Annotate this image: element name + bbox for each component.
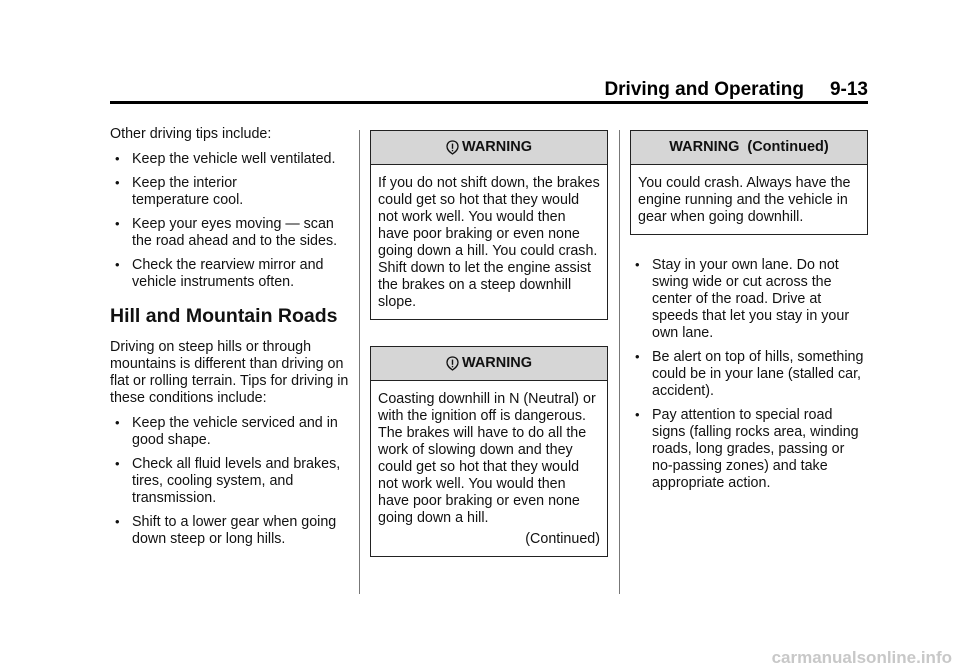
bullet-icon: • — [115, 151, 120, 166]
section-title: Driving and Operating — [604, 79, 804, 100]
list-item: •Keep your eyes moving — scan the road a… — [115, 216, 338, 249]
bullet-icon: • — [635, 349, 640, 364]
column-left: Other driving tips include: •Keep the ve… — [110, 126, 350, 555]
list-item: •Keep the interior temperature cool. — [115, 175, 244, 208]
list-item: •Keep the vehicle well ventilated. — [115, 151, 336, 167]
warning-text: You could crash. Always have the engine … — [638, 175, 851, 225]
warning-title-suffix: (Continued) — [747, 139, 829, 155]
hill-tips-list: •Keep the vehicle serviced and in good s… — [110, 415, 350, 548]
watermark: carmanualsonline.info — [771, 648, 952, 667]
warning-header: WARNING (Continued) — [631, 131, 867, 165]
list-item: •Be alert on top of hills, something cou… — [635, 349, 864, 399]
bullet-icon: • — [115, 257, 120, 272]
list-item: •Check the rearview mirror and vehicle i… — [115, 257, 324, 290]
road-tips-list: •Stay in your own lane. Do not swing wid… — [630, 257, 868, 492]
warning-box: WARNING Coasting downhill in N (Neutral)… — [370, 346, 608, 557]
section-heading: Hill and Mountain Roads — [110, 305, 338, 327]
warning-box: WARNING If you do not shift down, the br… — [370, 130, 608, 320]
warning-box-continued: WARNING (Continued) You could crash. Alwa… — [630, 130, 868, 235]
warning-body: Coasting downhill in N (Neutral) or with… — [371, 381, 607, 556]
list-item: •Shift to a lower gear when going down s… — [115, 514, 337, 547]
bullet-icon: • — [115, 514, 120, 529]
column-divider-2 — [619, 130, 620, 594]
warning-icon — [446, 139, 459, 155]
column-divider-1 — [359, 130, 360, 594]
warning-header: WARNING — [371, 131, 607, 165]
list-item: •Keep the vehicle serviced and in good s… — [115, 415, 338, 448]
column-right: WARNING (Continued) You could crash. Alwa… — [630, 130, 868, 499]
warning-text: If you do not shift down, the brakes cou… — [378, 175, 600, 310]
warning-title: WARNING — [461, 139, 533, 155]
bullet-icon: • — [635, 407, 640, 422]
warning-text: Coasting downhill in N (Neutral) or with… — [378, 391, 596, 526]
warning-icon — [446, 355, 459, 371]
bullet-icon: • — [115, 456, 120, 471]
bullet-icon: • — [115, 216, 120, 231]
driving-tips-list: •Keep the vehicle well ventilated. •Keep… — [110, 151, 350, 291]
bullet-icon: • — [635, 257, 640, 272]
list-item: •Pay attention to special road signs (fa… — [635, 407, 859, 491]
warning-title: WARNING — [461, 355, 533, 371]
intro-text: Other driving tips include: — [110, 126, 272, 142]
list-item: •Stay in your own lane. Do not swing wid… — [635, 257, 850, 341]
continued-label: (Continued) — [525, 531, 600, 547]
bullet-icon: • — [115, 415, 120, 430]
warning-title: WARNING — [669, 139, 740, 155]
page-header: Driving and Operating 9-13 — [0, 79, 868, 101]
warning-header: WARNING — [371, 347, 607, 381]
list-item: •Check all fluid levels and brakes, tire… — [115, 456, 341, 506]
section-paragraph: Driving on steep hills or through mounta… — [110, 339, 349, 406]
bullet-icon: • — [115, 175, 120, 190]
header-rule — [110, 101, 868, 104]
column-middle: WARNING If you do not shift down, the br… — [370, 130, 608, 583]
page-number: 9-13 — [829, 79, 868, 100]
